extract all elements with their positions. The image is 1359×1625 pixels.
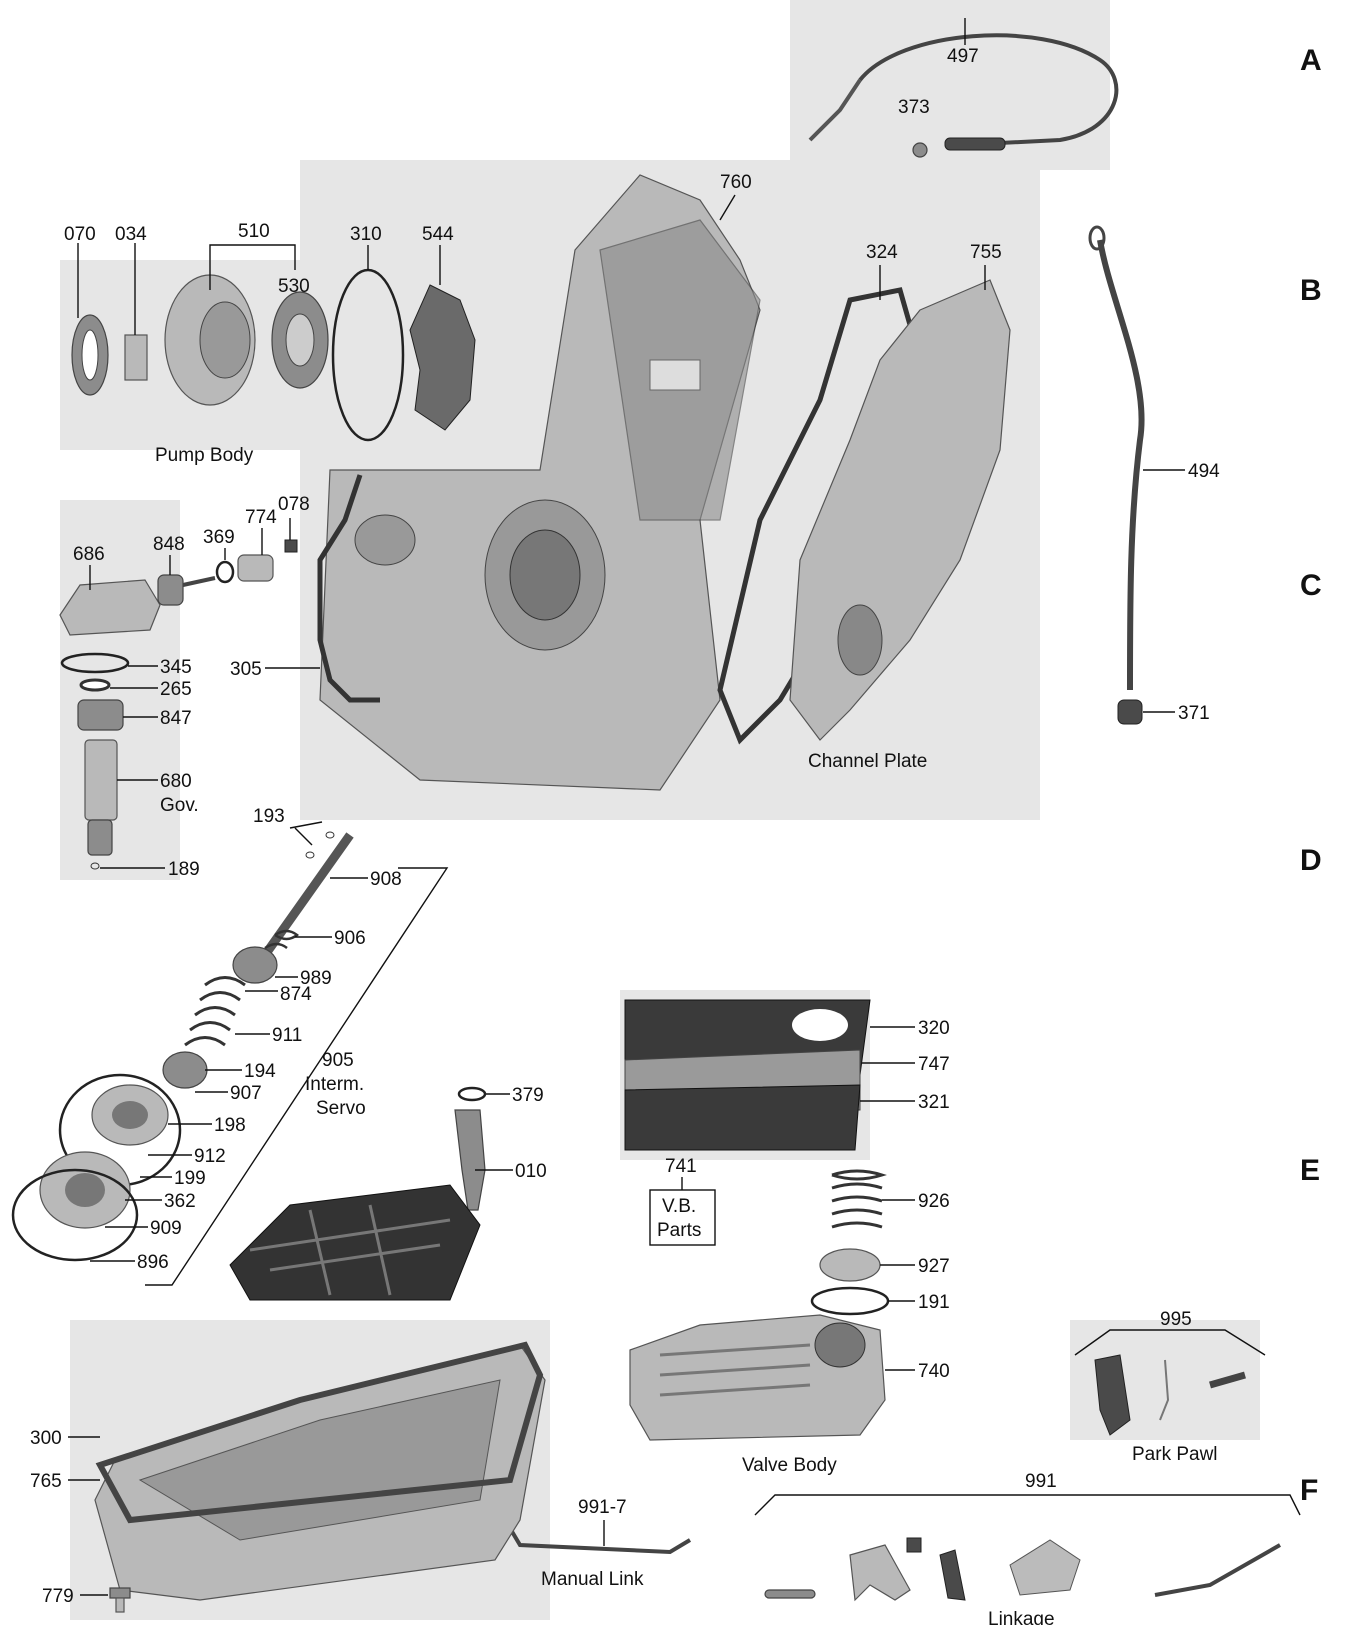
label-078: 078 — [278, 494, 310, 515]
label-995: 995 — [1160, 1309, 1192, 1330]
oring-191 — [812, 1288, 888, 1314]
label-320: 320 — [918, 1018, 950, 1039]
caption-servo: Servo — [316, 1098, 366, 1119]
valve-body-gaskets — [625, 1000, 870, 1150]
part-373-clip — [913, 143, 927, 157]
label-198: 198 — [214, 1115, 246, 1136]
label-373: 373 — [898, 97, 930, 118]
label-908: 908 — [370, 869, 402, 890]
accumulator-927 — [820, 1249, 880, 1281]
label-991: 991 — [1025, 1471, 1057, 1492]
label-300: 300 — [30, 1428, 62, 1449]
row-label-b: B — [1300, 274, 1322, 307]
label-310: 310 — [350, 224, 382, 245]
caption-interm: Interm. — [305, 1074, 364, 1095]
row-label-d: D — [1300, 844, 1322, 877]
label-191: 191 — [918, 1292, 950, 1313]
label-199: 199 — [174, 1168, 206, 1189]
row-label-f: F — [1300, 1474, 1318, 1507]
label-544: 544 — [422, 224, 454, 245]
label-189: 189 — [168, 859, 200, 880]
spring-926 — [832, 1171, 882, 1227]
label-874: 874 — [280, 984, 312, 1005]
label-848: 848 — [153, 534, 185, 555]
label-321: 321 — [918, 1092, 950, 1113]
linkage-parts — [765, 1538, 1280, 1600]
caption-parts: Parts — [657, 1220, 701, 1241]
label-194: 194 — [244, 1061, 276, 1082]
valve-body-740 — [630, 1315, 885, 1440]
label-741: 741 — [665, 1156, 697, 1177]
caption-linkage: Linkage — [988, 1609, 1055, 1625]
label-345: 345 — [160, 657, 192, 678]
label-760: 760 — [720, 172, 752, 193]
label-686: 686 — [73, 544, 105, 565]
label-740: 740 — [918, 1361, 950, 1382]
label-907: 907 — [230, 1083, 262, 1104]
label-896: 896 — [137, 1252, 169, 1273]
label-906: 906 — [334, 928, 366, 949]
row-label-a: A — [1300, 44, 1322, 77]
label-847: 847 — [160, 708, 192, 729]
label-530: 530 — [278, 276, 310, 297]
grommet-371 — [1118, 700, 1142, 724]
row-label-c: C — [1300, 569, 1322, 602]
caption-channel-plate: Channel Plate — [808, 751, 927, 772]
label-911: 911 — [272, 1025, 302, 1046]
label-912: 912 — [194, 1146, 226, 1167]
row-label-e: E — [1300, 1154, 1320, 1187]
label-905: 905 — [322, 1050, 354, 1071]
caption-manual-link: Manual Link — [541, 1569, 644, 1590]
label-909: 909 — [150, 1218, 182, 1239]
label-034: 034 — [115, 224, 147, 245]
label-369: 369 — [203, 527, 235, 548]
label-779: 779 — [42, 1586, 74, 1607]
label-774: 774 — [245, 507, 277, 528]
label-494: 494 — [1188, 461, 1220, 482]
label-305: 305 — [230, 659, 262, 680]
label-193: 193 — [253, 806, 285, 827]
label-371: 371 — [1178, 703, 1210, 724]
caption-pump-body: Pump Body — [155, 445, 254, 466]
label-680: 680 — [160, 771, 192, 792]
dipstick-tube-494 — [1100, 240, 1142, 690]
label-747: 747 — [918, 1054, 950, 1075]
label-324: 324 — [866, 242, 898, 263]
label-765: 765 — [30, 1471, 62, 1492]
label-362: 362 — [164, 1191, 196, 1212]
label-926: 926 — [918, 1191, 950, 1212]
label-927: 927 — [918, 1256, 950, 1277]
label-265: 265 — [160, 679, 192, 700]
caption-park-pawl: Park Pawl — [1132, 1444, 1218, 1465]
caption-valve-body: Valve Body — [742, 1455, 837, 1476]
label-070: 070 — [64, 224, 96, 245]
oring-379 — [459, 1088, 485, 1100]
label-510: 510 — [238, 221, 270, 242]
label-497: 497 — [947, 46, 979, 67]
caption-vb: V.B. — [662, 1196, 696, 1217]
label-010: 010 — [515, 1161, 547, 1182]
label-991-7: 991-7 — [578, 1497, 627, 1518]
caption-gov: Gov. — [160, 795, 199, 816]
label-755: 755 — [970, 242, 1002, 263]
label-379: 379 — [512, 1085, 544, 1106]
